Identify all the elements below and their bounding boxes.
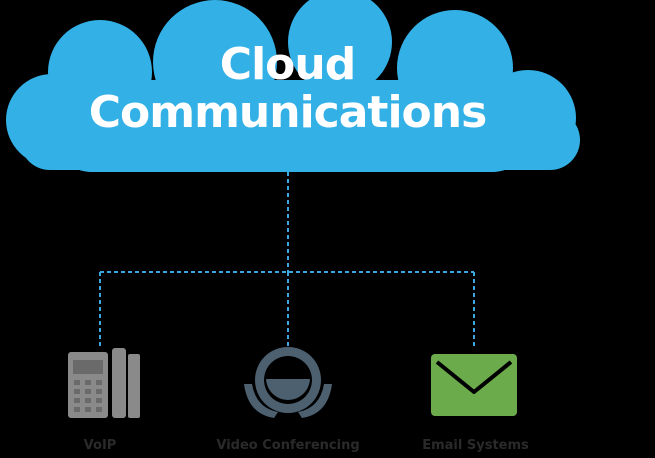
cloud-title-line1: Cloud xyxy=(219,39,356,90)
cloud-title-line2: Communications xyxy=(88,87,488,138)
cloud-shape xyxy=(6,0,580,172)
service-label-email-systems: Email Systems xyxy=(422,438,529,453)
service-label-voip: VoIP xyxy=(83,438,117,453)
connector-lines xyxy=(99,172,475,346)
desk-phone-icon xyxy=(68,348,140,418)
webcam-icon xyxy=(244,347,332,418)
service-label-video-conferencing: Video Conferencing xyxy=(216,438,360,453)
envelope-icon xyxy=(431,354,517,416)
